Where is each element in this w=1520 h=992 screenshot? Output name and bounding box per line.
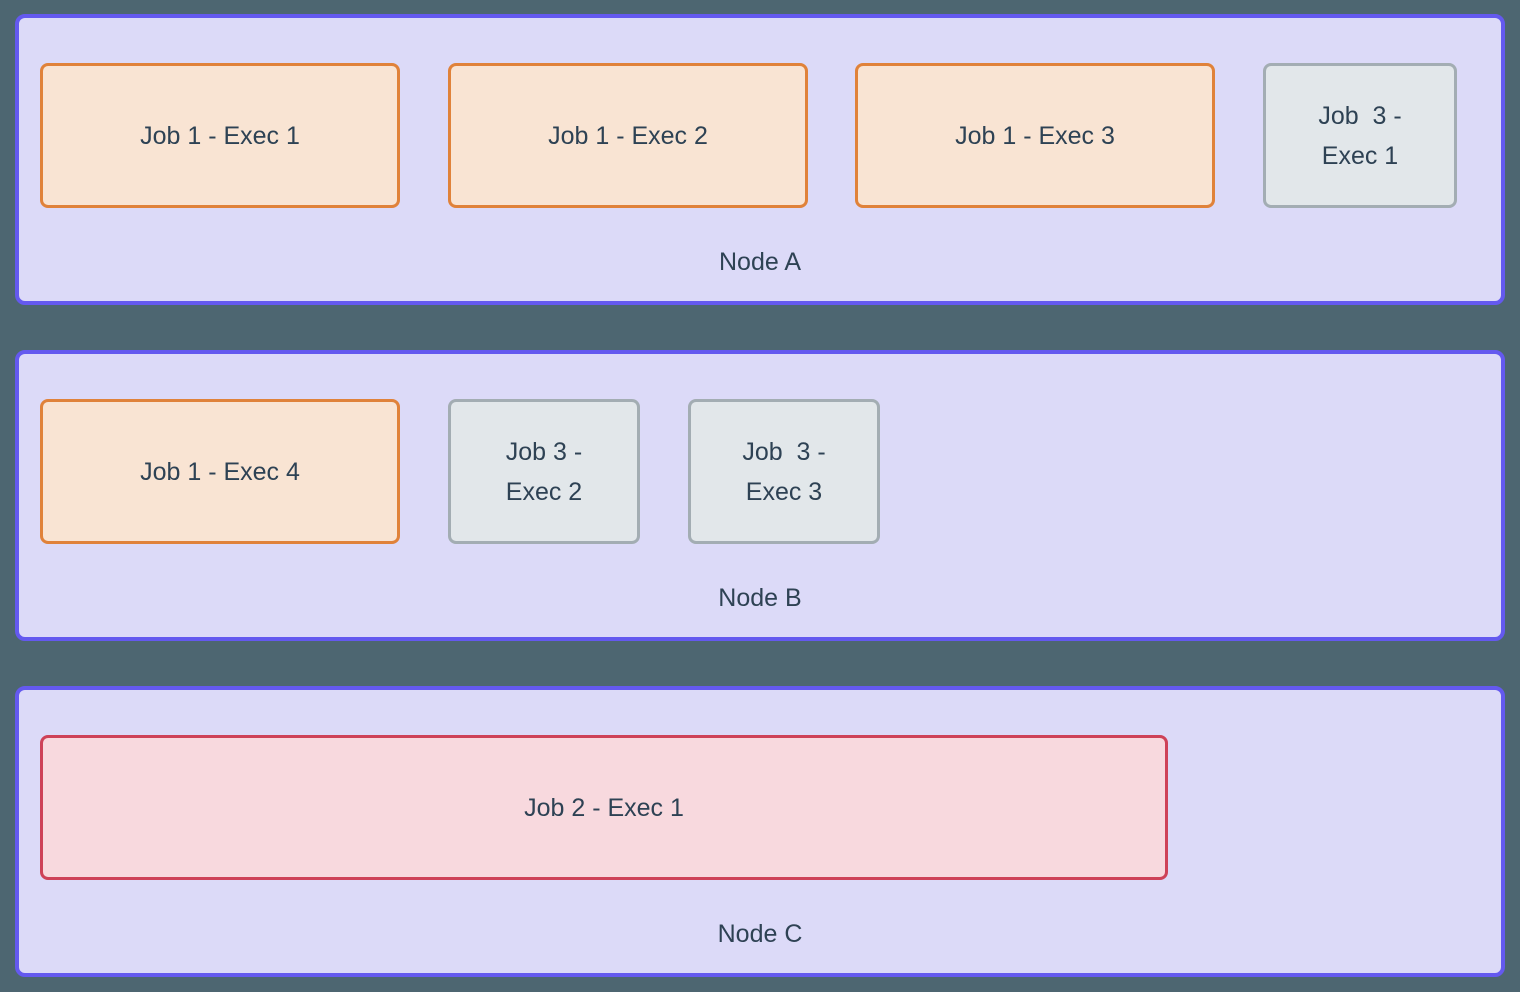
executor-label: Job 1 - Exec 3 <box>955 121 1115 150</box>
executor-label-line2: Exec 3 <box>745 477 823 506</box>
executor-box-job2-exec1: Job 2 - Exec 1 <box>40 735 1168 880</box>
node-b: Job 1 - Exec 4 Job 3 - Exec 2 Job 3 - Ex… <box>15 350 1505 641</box>
node-c: Job 2 - Exec 1 Node C <box>15 686 1505 977</box>
executor-box-job1-exec4: Job 1 - Exec 4 <box>40 399 400 544</box>
executor-label: Job 1 - Exec 4 <box>140 457 300 486</box>
node-label-a: Node A <box>718 248 801 276</box>
executor-label-line2: Exec 1 <box>1321 141 1399 170</box>
executor-label-line1: Job 3 - <box>505 437 583 466</box>
node-label-b: Node B <box>718 584 802 612</box>
executor-label: Job 1 - Exec 1 <box>140 121 300 150</box>
executor-label-line2: Exec 2 <box>505 477 583 506</box>
executor-label: Job 2 - Exec 1 <box>524 793 684 822</box>
executor-box-job3-exec3: Job 3 - Exec 3 <box>688 399 880 544</box>
executor-box-job1-exec3: Job 1 - Exec 3 <box>855 63 1215 208</box>
executor-box-job3-exec1: Job 3 - Exec 1 <box>1263 63 1457 208</box>
node-label-c: Node C <box>717 920 803 948</box>
executor-box-job1-exec1: Job 1 - Exec 1 <box>40 63 400 208</box>
executor-box-job1-exec2: Job 1 - Exec 2 <box>448 63 808 208</box>
executor-box-job3-exec2: Job 3 - Exec 2 <box>448 399 640 544</box>
executor-label-line1: Job 3 - <box>1318 101 1402 130</box>
executor-label: Job 1 - Exec 2 <box>548 121 708 150</box>
node-a: Job 1 - Exec 1 Job 1 - Exec 2 Job 1 - Ex… <box>15 14 1505 305</box>
executor-label-line1: Job 3 - <box>742 437 826 466</box>
